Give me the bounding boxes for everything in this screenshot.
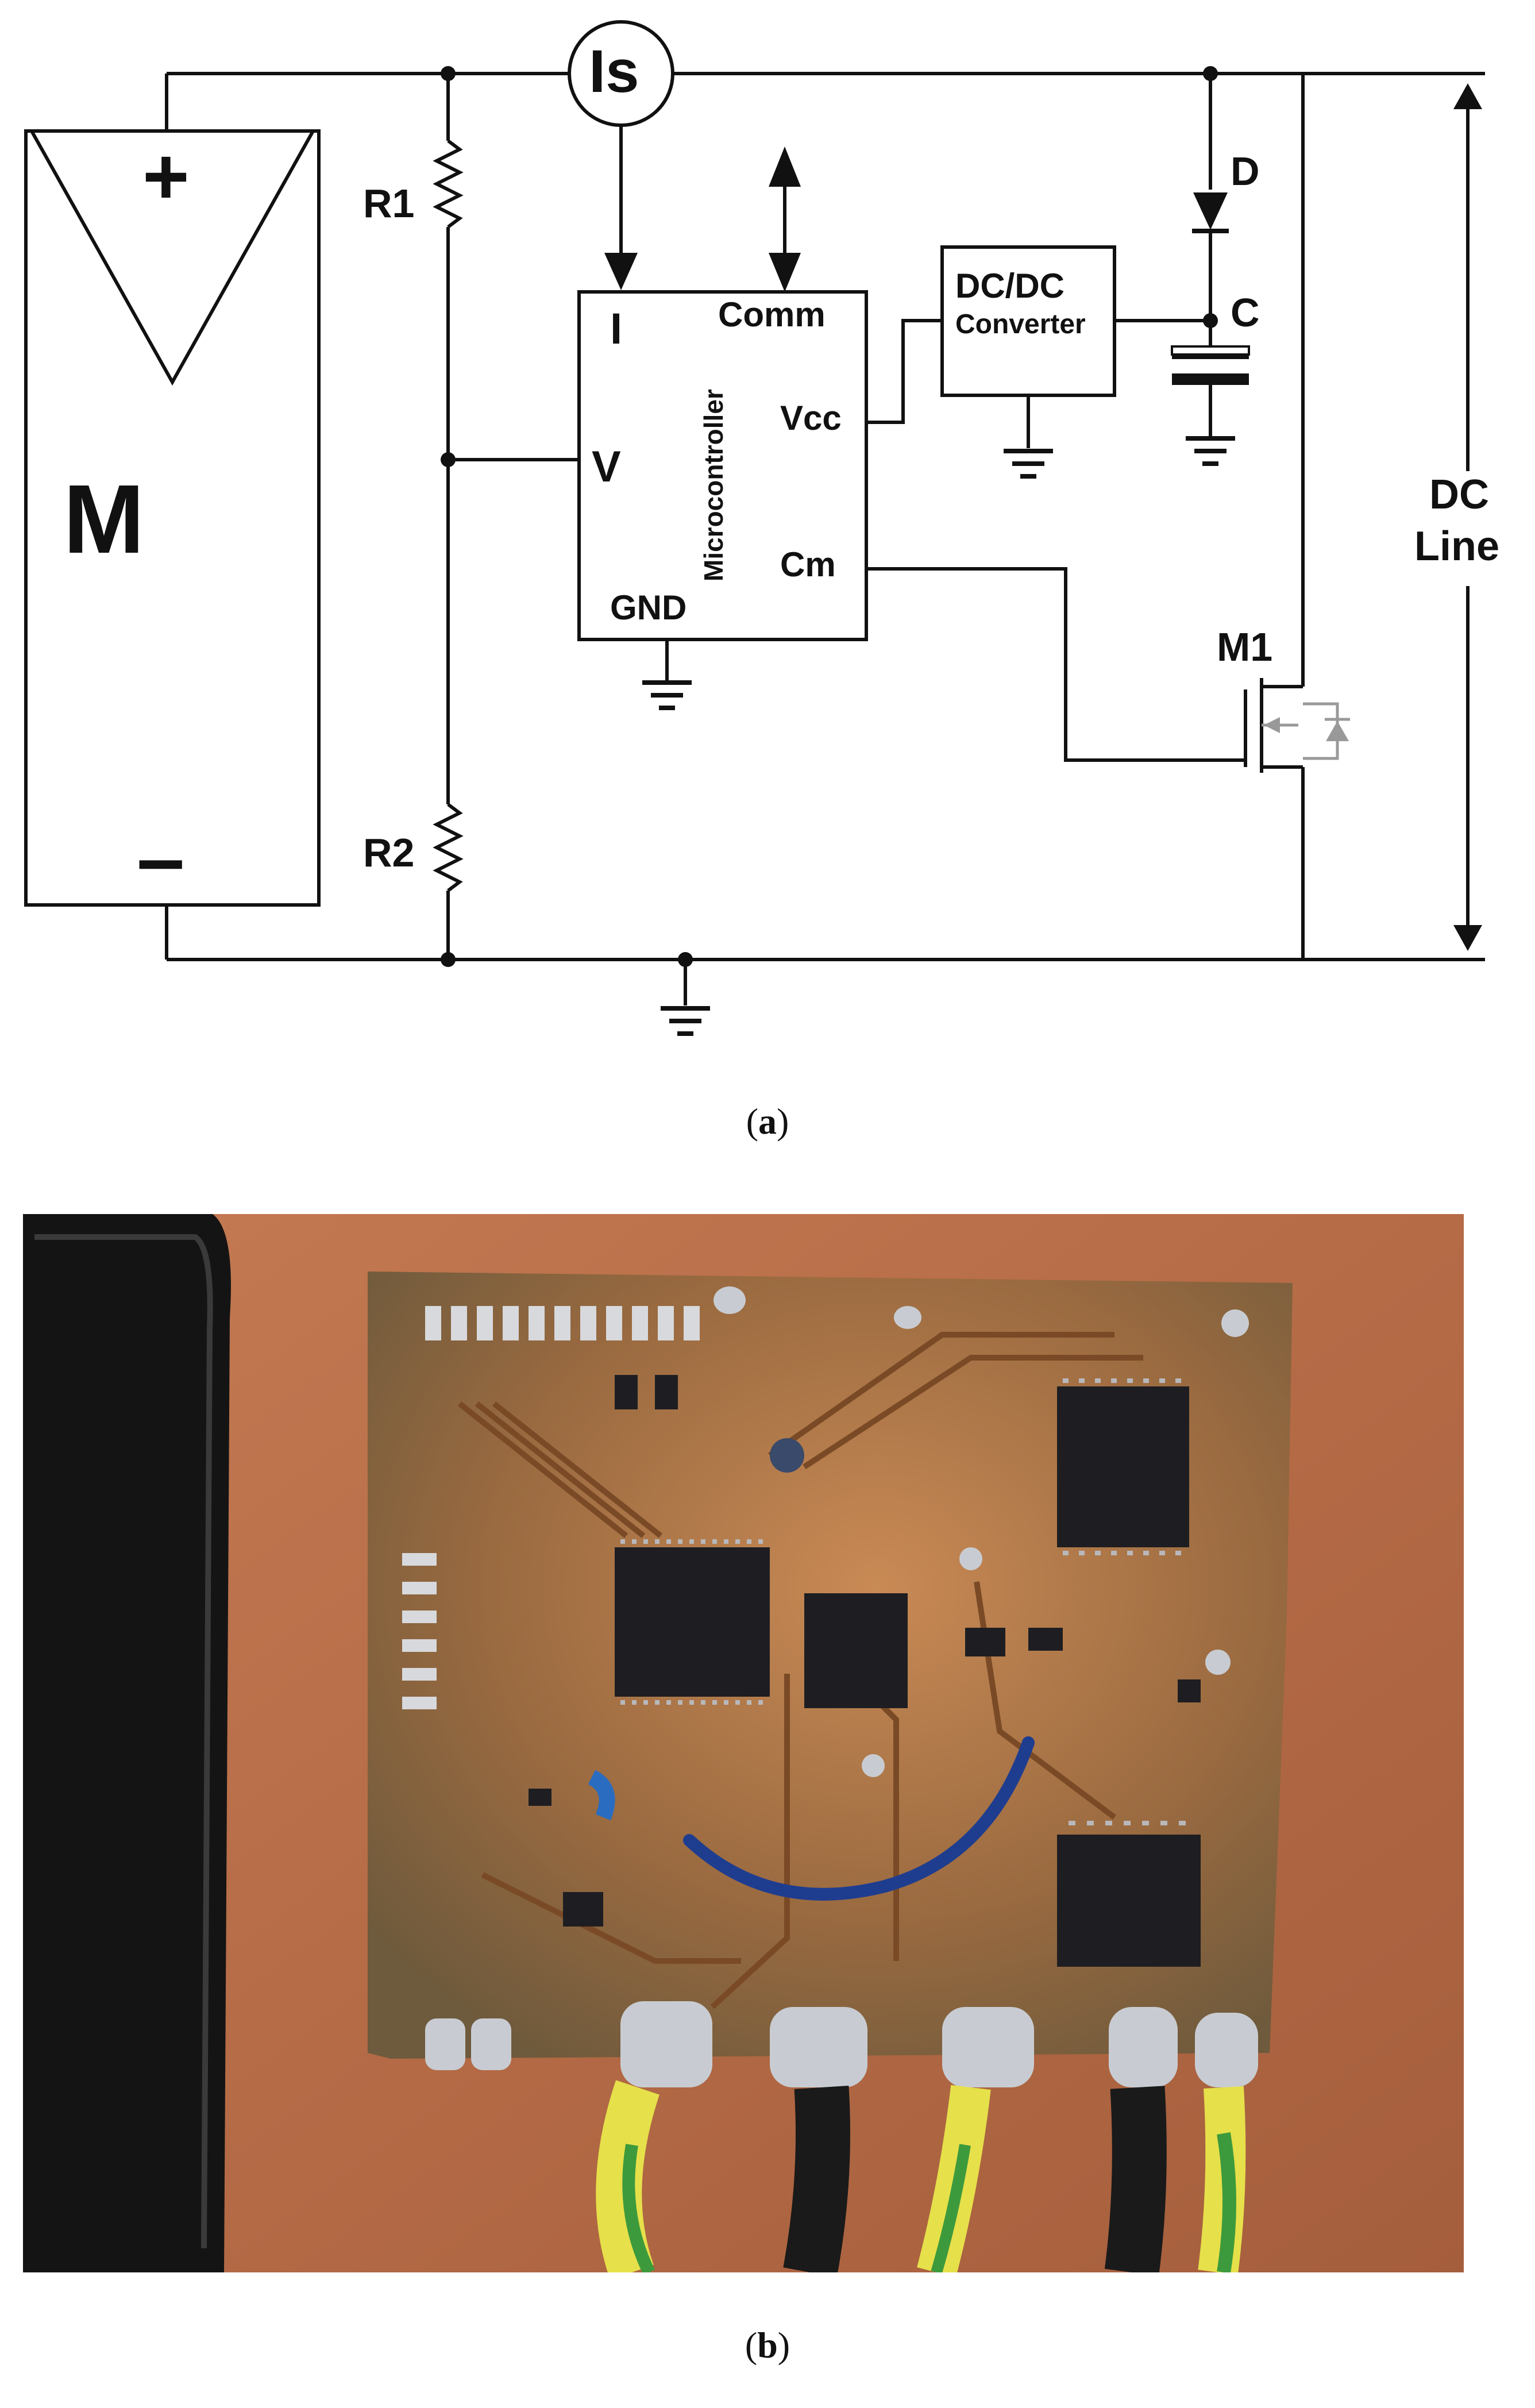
module-label: M: [63, 465, 145, 574]
sensor-chip: [804, 1593, 908, 1708]
header-pads: [402, 1306, 700, 1709]
terminal-pads: [425, 2001, 1258, 2087]
mosfet-body-diode: [1262, 702, 1339, 760]
mcu-name-label: Microcontroller: [699, 389, 728, 581]
pcb-photo: [23, 1214, 1464, 2272]
mcu-pin-comm: Comm: [718, 295, 826, 334]
mcu-pin-cm: Cm: [780, 545, 836, 584]
r1-label: R1: [363, 181, 414, 226]
pv-module-box: [24, 129, 321, 907]
junction-dot: [678, 952, 693, 967]
cable-yellow-green-1: [596, 2080, 659, 2272]
mcu-pin-vcc: Vcc: [780, 399, 842, 437]
solder-blobs: [713, 1286, 1249, 1777]
ground-icon: [1186, 436, 1235, 466]
microcontroller-box: [577, 290, 868, 641]
capacitor-label: C: [1231, 290, 1260, 335]
current-sensor-label: Is: [589, 38, 639, 105]
mosfet-arrow-icon: [1264, 717, 1280, 733]
chip-pins: [620, 1378, 1189, 1825]
dc-line-label-2: Line: [1414, 523, 1499, 569]
cable-black-2: [1104, 2086, 1167, 2272]
junction-dot: [1203, 313, 1218, 328]
dc-line-arrow-down-icon: [1453, 925, 1482, 951]
dc-line-label-1: DC: [1429, 472, 1489, 518]
junction-dot: [441, 952, 456, 967]
vcc-wire: [866, 319, 942, 424]
jumper-wire: [683, 1736, 1035, 1901]
diode-label: D: [1231, 149, 1260, 194]
r1-resistor: [433, 139, 464, 229]
junction-dot: [441, 66, 456, 81]
capacitor-polarity-mark: [1171, 345, 1250, 356]
circuit-schematic: M + – Is R1 R2 I V GND Comm Vcc Cm Micro…: [24, 20, 1499, 1036]
ground-icon: [661, 1006, 710, 1036]
ground-icon: [642, 680, 692, 710]
r2-resistor: [433, 803, 464, 892]
power-chip: [1057, 1835, 1201, 1967]
junction-dot: [441, 452, 456, 467]
junction-dot: [1203, 66, 1218, 81]
caption-b-letter: b: [757, 2325, 778, 2365]
body-diode-icon: [1326, 721, 1349, 741]
mcu-pin-v: V: [592, 442, 621, 491]
mosfet-label: M1: [1217, 625, 1272, 669]
module-plus-label: +: [142, 131, 190, 221]
capacitor-plate-bottom: [1172, 373, 1249, 385]
dcdc-label-line2: Converter: [955, 309, 1086, 340]
r2-label: R2: [363, 830, 414, 875]
comm-arrow-down-icon: [769, 253, 801, 292]
caption-b: (b): [745, 2325, 790, 2365]
blue-capacitor: [588, 1770, 615, 1821]
dcdc-label-line1: DC/DC: [955, 267, 1065, 305]
cable-black-1: [783, 2086, 850, 2272]
diode-bar: [1192, 229, 1229, 233]
module-triangle: [30, 130, 315, 386]
microcontroller-chip: [615, 1547, 770, 1697]
comm-arrow-up-icon: [769, 147, 801, 187]
current-sense-arrowhead: [604, 253, 638, 290]
black-case: [23, 1214, 231, 2272]
mcu-pin-i: I: [610, 305, 622, 353]
capacitor-plate-top: [1172, 353, 1249, 359]
gate-drive-wire: [866, 567, 1244, 762]
module-minus-label: –: [137, 810, 184, 906]
driver-chip: [1057, 1386, 1189, 1547]
small-components: [529, 1375, 1201, 1927]
mcu-pin-gnd: GND: [610, 588, 686, 627]
caption-a-letter: a: [758, 1101, 777, 1142]
dc-line-arrow-up-icon: [1453, 83, 1482, 109]
diode-symbol: [1193, 192, 1228, 230]
caption-a: (a): [746, 1101, 789, 1142]
pcb-photo-drawing: [23, 1214, 1464, 2272]
ground-icon: [1004, 449, 1053, 479]
